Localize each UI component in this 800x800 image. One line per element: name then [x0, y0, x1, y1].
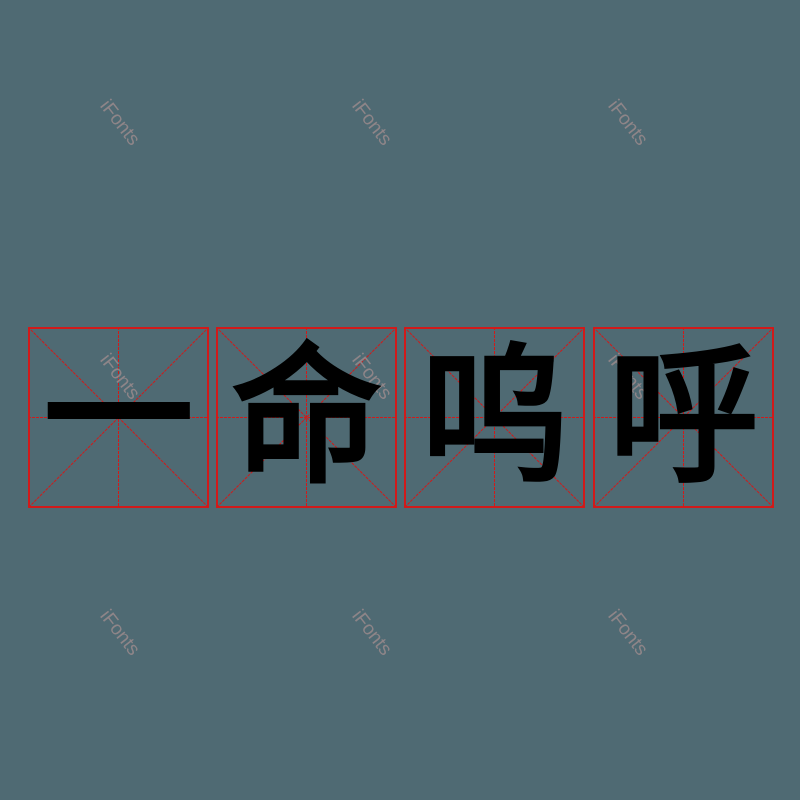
character-glyph: 呼: [608, 330, 759, 505]
mi-grid-icon: [404, 327, 585, 508]
watermark-text: iFonts: [95, 96, 144, 150]
character-glyph: 呜: [419, 330, 570, 505]
character-box-3: 呜: [404, 327, 585, 508]
watermark-text: iFonts: [603, 96, 652, 150]
watermark-text: iFonts: [603, 606, 652, 660]
character-glyph: 命: [231, 330, 382, 505]
watermark-text: iFonts: [347, 606, 396, 660]
character-box-4: iFonts 呼: [593, 327, 774, 508]
watermark-text: iFonts: [347, 96, 396, 150]
character-glyph: 一: [43, 330, 194, 505]
watermark-text: iFonts: [95, 606, 144, 660]
mi-grid-icon: [28, 327, 209, 508]
mi-grid-icon: [216, 327, 397, 508]
character-box-2: iFonts 命: [216, 327, 397, 508]
character-box-1: iFonts 一: [28, 327, 209, 508]
mi-grid-icon: [593, 327, 774, 508]
